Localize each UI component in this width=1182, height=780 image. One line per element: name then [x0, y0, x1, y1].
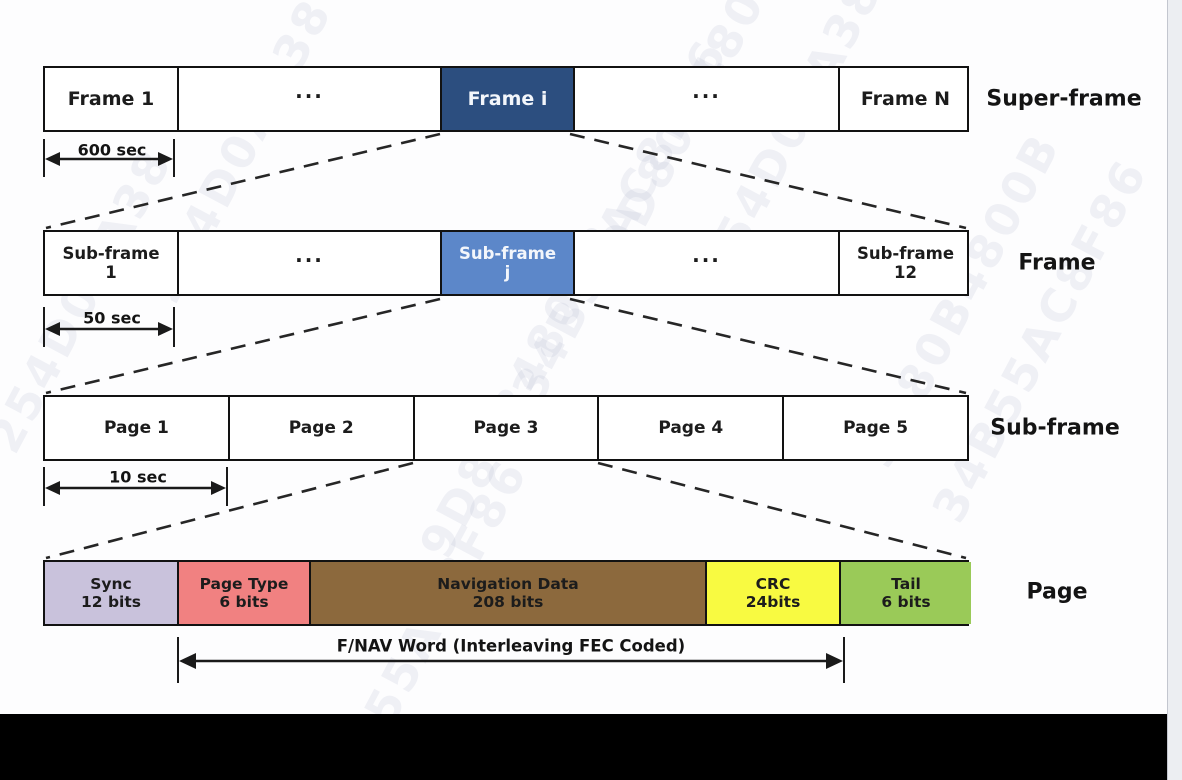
cell-subframes-ellipsis-left: ... — [177, 232, 440, 294]
cell-page-4: Page 4 — [597, 397, 782, 459]
field-bits: 6 bits — [881, 593, 931, 611]
cell-subframe-j: Sub-frame j — [440, 232, 573, 294]
cell-subframe-12: Sub-frame 12 — [838, 232, 971, 294]
cell-frame-i: Frame i — [440, 68, 573, 130]
ellipsis: ... — [692, 243, 721, 268]
cell-label: Frame N — [860, 87, 951, 110]
cell-page-1: Page 1 — [45, 397, 228, 459]
cell-label: Sub-frame — [458, 243, 557, 263]
cell-label: Frame 1 — [67, 87, 155, 110]
field-name: Sync — [90, 574, 132, 593]
cell-frame-n: Frame N — [838, 68, 971, 130]
cell-label: Page 5 — [843, 417, 909, 438]
cell-label: Page 4 — [658, 417, 724, 438]
cell-label: 12 — [894, 263, 917, 282]
cell-page-3: Page 3 — [412, 397, 598, 459]
cell-frames-ellipsis-right: ... — [573, 68, 838, 130]
cell-label: j — [504, 263, 511, 282]
cell-label: Page 2 — [288, 417, 354, 438]
scrollbar-track[interactable] — [1167, 0, 1182, 780]
cell-subframe-1: Sub-frame 1 — [45, 232, 177, 294]
cell-label: Page 3 — [473, 417, 539, 438]
field-name: Navigation Data — [437, 574, 579, 593]
field-name: CRC — [755, 574, 791, 593]
page-row: Sync 12 bits Page Type 6 bits Navigation… — [43, 560, 971, 626]
cell-frames-ellipsis-left: ... — [177, 68, 440, 130]
cell-label: Page 1 — [103, 417, 169, 438]
ellipsis: ... — [692, 79, 721, 104]
field-name: Page Type — [199, 574, 289, 593]
cell-label: Sub-frame — [856, 243, 955, 263]
field-navigation-data: Navigation Data 208 bits — [309, 562, 705, 624]
dashed-connector — [597, 461, 967, 560]
field-bits: 6 bits — [219, 593, 269, 611]
field-crc: CRC 24bits — [705, 562, 839, 624]
cell-label: Sub-frame — [62, 243, 160, 263]
field-bits: 208 bits — [472, 593, 544, 611]
ellipsis: ... — [295, 79, 324, 104]
field-name: Tail — [891, 574, 921, 593]
field-page-type: Page Type 6 bits — [177, 562, 309, 624]
cell-label: Frame i — [467, 87, 548, 110]
subframe-row: Page 1 Page 2 Page 3 Page 4 Page 5 — [43, 395, 969, 461]
subframe-row-label: Sub-frame — [990, 415, 1120, 441]
superframe-row: Frame 1 ... Frame i ... Frame N — [43, 66, 969, 132]
cell-page-5: Page 5 — [782, 397, 967, 459]
field-tail: Tail 6 bits — [839, 562, 971, 624]
duration-50sec: 50 sec — [83, 308, 141, 328]
fnav-word-label: F/NAV Word (Interleaving FEC Coded) — [336, 636, 686, 656]
duration-600sec: 600 sec — [77, 140, 147, 160]
field-bits: 24bits — [745, 593, 801, 611]
superframe-row-label: Super-frame — [986, 86, 1142, 112]
frame-row-label: Frame — [1018, 250, 1096, 276]
cell-subframes-ellipsis-right: ... — [573, 232, 838, 294]
cell-frame-1: Frame 1 — [45, 68, 177, 130]
page-row-label: Page — [1026, 579, 1088, 605]
cell-page-2: Page 2 — [227, 397, 413, 459]
field-bits: 12 bits — [80, 593, 141, 611]
dashed-connector — [45, 461, 414, 560]
cell-label: 1 — [105, 263, 117, 282]
frame-row: Sub-frame 1 ... Sub-frame j ... Sub-fram… — [43, 230, 969, 296]
bottom-letterbox-bar — [0, 714, 1167, 780]
field-sync: Sync 12 bits — [45, 562, 177, 624]
duration-10sec: 10 sec — [109, 467, 167, 487]
ellipsis: ... — [295, 243, 324, 268]
